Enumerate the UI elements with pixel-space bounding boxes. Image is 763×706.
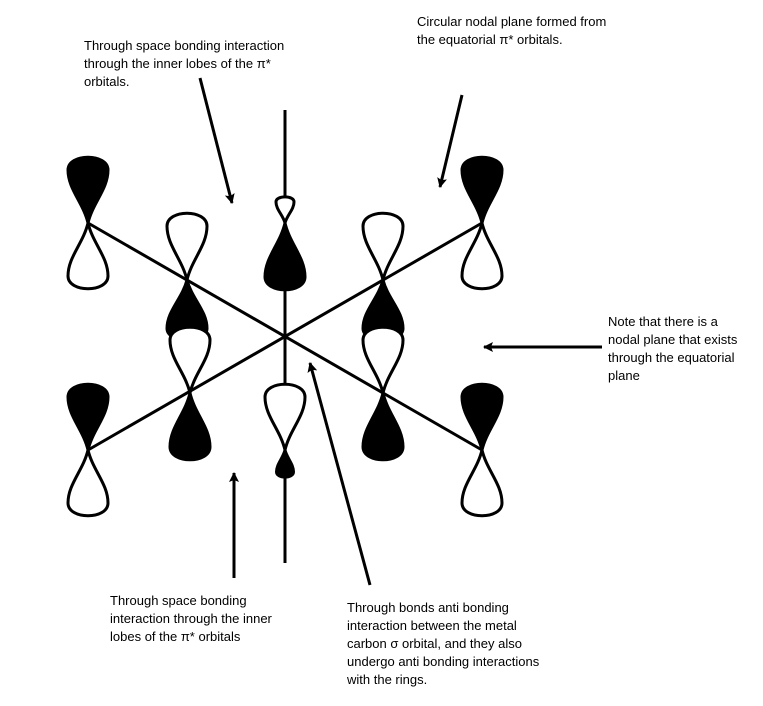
annotation-line: Note that there is a xyxy=(608,314,718,329)
annotation-line: Through space bonding xyxy=(110,593,247,608)
p-orbital-lobe-positive xyxy=(168,392,212,462)
annotation-line: interaction between the metal xyxy=(347,618,517,633)
annotation-line: Through bonds anti bonding xyxy=(347,600,509,615)
annotation-line: lobes of the π* orbitals xyxy=(110,629,241,644)
p-orbital-lobe-positive xyxy=(460,155,504,224)
p-orbital-lobe-positive xyxy=(66,382,110,451)
annotation-top-left: Through space bonding interaction throug… xyxy=(84,37,284,91)
annotation-line: the equatorial π* orbitals. xyxy=(417,32,563,47)
annotation-line: undergo anti bonding interactions xyxy=(347,654,540,669)
p-orbital-lobe-positive xyxy=(460,382,504,451)
p-orbital-lobe-negative xyxy=(165,211,209,281)
metal-orbital-large-lobe xyxy=(263,222,307,292)
p-orbital-lobe-negative xyxy=(168,325,212,394)
p-orbital-lobe-negative xyxy=(361,325,405,394)
p-orbital-lobe-positive xyxy=(66,155,110,224)
p-orbital-lobe-positive xyxy=(361,392,405,462)
p-orbital-lobe-negative xyxy=(66,222,110,291)
annotation-line: nodal plane that exists xyxy=(608,332,738,347)
arrow-top-right xyxy=(437,94,464,188)
p-orbital-lobe-negative xyxy=(66,449,110,518)
metal-orbital-small-lobe xyxy=(274,449,296,479)
annotation-line: through the equatorial xyxy=(608,350,735,365)
annotation-line: with the rings. xyxy=(347,672,428,687)
metal-orbital-small-lobe xyxy=(274,195,296,229)
annotation-line: carbon σ orbital, and they also xyxy=(347,636,522,651)
annotation-line: Through space bonding interaction xyxy=(84,38,285,53)
annotation-right: Note that there is a nodal plane that ex… xyxy=(608,313,737,385)
annotation-line: orbitals. xyxy=(84,74,130,89)
p-orbital-lobe-negative xyxy=(460,449,504,518)
metal-orbital-large-lobe xyxy=(263,382,307,451)
annotation-line: through the inner lobes of the π* xyxy=(84,56,271,71)
annotation-line: Circular nodal plane formed from xyxy=(417,14,607,29)
p-orbital-lobe-negative xyxy=(361,211,405,281)
annotation-line: plane xyxy=(608,368,640,383)
annotation-bottom-left: Through space bonding interaction throug… xyxy=(110,592,272,646)
p-orbital-lobe-negative xyxy=(460,222,504,291)
annotation-line: interaction through the inner xyxy=(110,611,272,626)
annotation-bottom-right: Through bonds anti bonding interaction b… xyxy=(347,599,539,689)
arrow-top-left xyxy=(198,77,235,204)
annotation-top-right: Circular nodal plane formed from the equ… xyxy=(417,13,606,49)
arrow-bottom-right xyxy=(307,362,372,586)
